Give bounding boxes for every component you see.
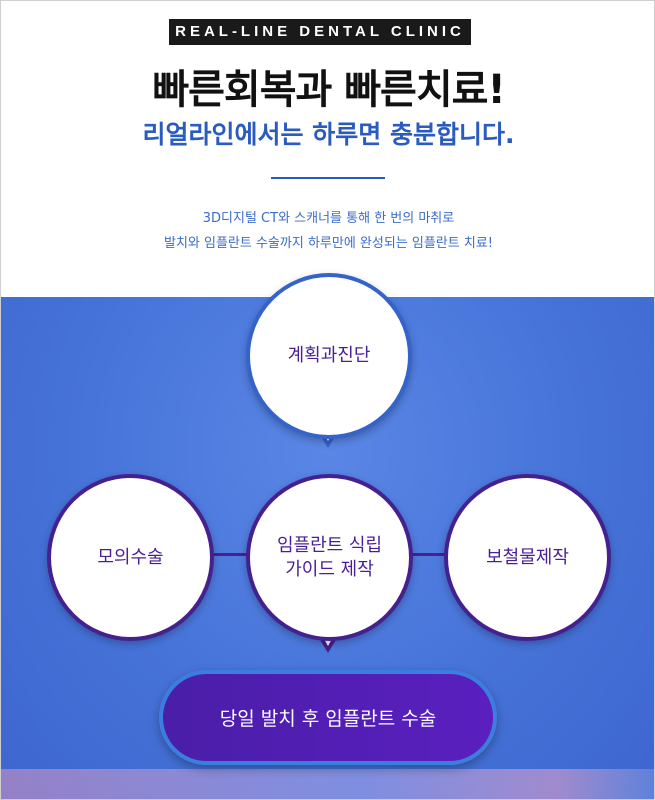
subheadline: 리얼라인에서는 하루면 충분합니다. (142, 120, 515, 149)
final-step-label: 당일 발치 후 임플란트 수술 (219, 708, 437, 730)
step-mock-surgery-label: 모의수술 (97, 546, 164, 568)
step-guide-label-line-2: 가이드 제작 (285, 558, 374, 580)
bottom-decor-strip (1, 769, 654, 799)
connector-left (211, 553, 251, 556)
final-step-pill: 당일 발치 후 임플란트 수술 (159, 670, 497, 765)
connector-right (411, 553, 447, 556)
description-line-2: 발치와 임플란트 수술까지 하루만에 완성되는 임플란트 치료! (163, 236, 493, 251)
header-section: REAL-LINE DENTAL CLINIC 빠른회복과 빠른치료! 리얼라인… (1, 1, 654, 297)
headline: 빠른회복과 빠른치료! (152, 67, 505, 113)
step-prosthesis-label: 보철물제작 (486, 546, 569, 568)
step-planning-circle: 계획과진단 (246, 273, 412, 439)
clinic-brand-label: REAL-LINE DENTAL CLINIC (169, 19, 471, 45)
step-guide-label: 임플란트 식립 가이드 제작 (277, 534, 382, 582)
step-prosthesis-circle: 보철물제작 (444, 474, 611, 641)
step-planning-label: 계획과진단 (287, 345, 371, 366)
divider (271, 177, 385, 179)
step-guide-circle: 임플란트 식립 가이드 제작 (246, 474, 413, 641)
step-mock-surgery-circle: 모의수술 (47, 474, 214, 641)
description: 3D디지털 CT와 스캐너를 통해 한 번의 마취로 발치와 임플란트 수술까지… (1, 206, 654, 256)
description-line-1: 3D디지털 CT와 스캐너를 통해 한 번의 마취로 (202, 211, 455, 226)
step-guide-label-line-1: 임플란트 식립 (276, 534, 383, 556)
